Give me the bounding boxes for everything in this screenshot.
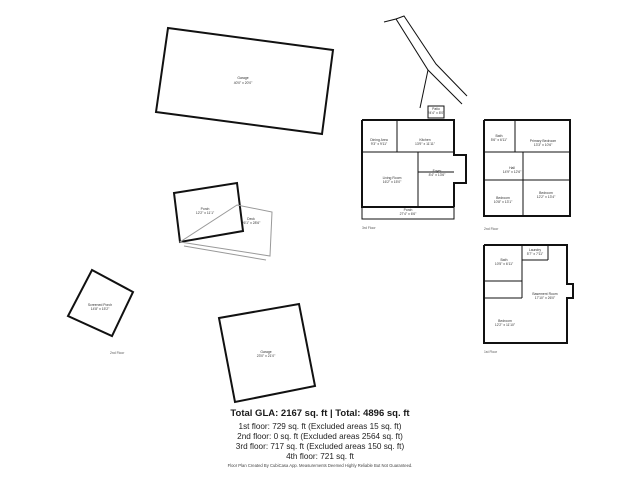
summary-line-3: 3rd floor: 717 sq. ft (Excluded areas 15… xyxy=(235,442,405,451)
third-floor-label: 3rd Floor xyxy=(362,226,376,230)
first-floor-label: 1st Floor xyxy=(484,350,498,354)
summary-credit: Floor Plan Created By CubiCasa App. Meas… xyxy=(227,463,413,468)
garage-bottom-label-2: 23'0" x 21'0" xyxy=(257,354,276,358)
bed4-label-2: 12'2" x 11'10" xyxy=(495,323,516,327)
garage-large: Garage 40'0" x 20'0" xyxy=(154,26,335,136)
bed2a-label-2: 10'8" x 13'1" xyxy=(494,200,513,204)
summary-total: Total GLA: 2167 sq. ft | Total: 4896 sq.… xyxy=(230,408,410,419)
hall-label-1: Hall xyxy=(509,166,515,170)
laundry-label-1: Laundry xyxy=(529,248,542,252)
foyer-label-2: 8'4" x 13'6" xyxy=(429,173,447,177)
dining-label-1: Dining Area xyxy=(370,138,388,142)
third-floor-plan: Dining Area 9'3" x 9'11" Kitchen 13'9" x… xyxy=(361,119,467,230)
garage-top-label-2: 40'0" x 20'0" xyxy=(234,81,253,85)
patio-label-1: Patio xyxy=(432,107,440,111)
dining-label-2: 9'3" x 9'11" xyxy=(371,142,388,146)
patio-label-2: 24'4" x 8'0" xyxy=(428,111,446,115)
porch-small-label-2: 12'2" x 11'1" xyxy=(196,211,215,215)
kitchen-label-1: Kitchen xyxy=(419,138,430,142)
bed2b-label-2: 12'2" x 13'4" xyxy=(537,195,556,199)
basement-label-2: 17'10" x 26'0" xyxy=(535,296,556,300)
summary-line-2: 2nd floor: 0 sq. ft (Excluded areas 2564… xyxy=(237,432,403,441)
primary-label-1: Primary Bedroom xyxy=(530,139,557,143)
living-label-2: 16'2" x 15'0" xyxy=(383,180,402,184)
bath4-label-1: Bath xyxy=(501,258,508,262)
second-floor-plan: Bath 5'6" x 6'11" Primary Bedroom 13'3" … xyxy=(483,119,571,231)
kitchen-label-2: 13'9" x 11'11" xyxy=(415,142,436,146)
primary-label-2: 13'3" x 10'6" xyxy=(534,143,553,147)
screened-porch: Screened Porch 14'8" x 15'2" 2nd Floor xyxy=(66,268,135,355)
second-floor-label: 2nd Floor xyxy=(484,227,499,231)
screened-label-1: Screened Porch xyxy=(88,303,112,307)
summary-line-1: 1st floor: 729 sq. ft (Excluded areas 15… xyxy=(238,422,402,431)
porch-deck: Porch 12'2" x 11'1" Deck 26'1" x 28'6" xyxy=(172,181,273,261)
first-floor-plan: Laundry 5'7" x 7'11" Bath 10'5" x 6'11" … xyxy=(483,244,574,354)
deck-label-2: 26'1" x 28'6" xyxy=(242,221,261,225)
bed2a-label-1: Bedroom xyxy=(496,196,510,200)
first-left-floor-label: 2nd Floor xyxy=(110,351,125,355)
basement-label-1: Basement Room xyxy=(532,292,557,296)
bath2-label-1: Bath xyxy=(496,134,503,138)
garage-top-label-1: Garage xyxy=(237,76,248,80)
porch-label-1: Porch xyxy=(404,208,413,212)
garage-small: Garage 23'0" x 21'0" xyxy=(217,302,317,404)
porch-label-2: 27'4" x 6'6" xyxy=(400,212,418,216)
bath4-label-2: 10'5" x 6'11" xyxy=(495,262,514,266)
foyer-label-1: Foyer xyxy=(433,169,443,173)
bed4-label-1: Bedroom xyxy=(498,319,512,323)
bath2-label-2: 5'6" x 6'11" xyxy=(491,138,508,142)
walkway: Patio 24'4" x 8'0" xyxy=(383,15,468,119)
garage-bottom-label-1: Garage xyxy=(260,350,271,354)
summary-line-4: 4th floor: 721 sq. ft xyxy=(286,452,354,461)
screened-label-2: 14'8" x 15'2" xyxy=(91,307,110,311)
deck-label-1: Deck xyxy=(247,217,255,221)
living-label-1: Living Room xyxy=(383,176,402,180)
laundry-label-2: 5'7" x 7'11" xyxy=(527,252,544,256)
hall-label-2: 14'9" x 12'6" xyxy=(503,170,522,174)
bed2b-label-1: Bedroom xyxy=(539,191,553,195)
porch-small-label-1: Porch xyxy=(201,207,210,211)
